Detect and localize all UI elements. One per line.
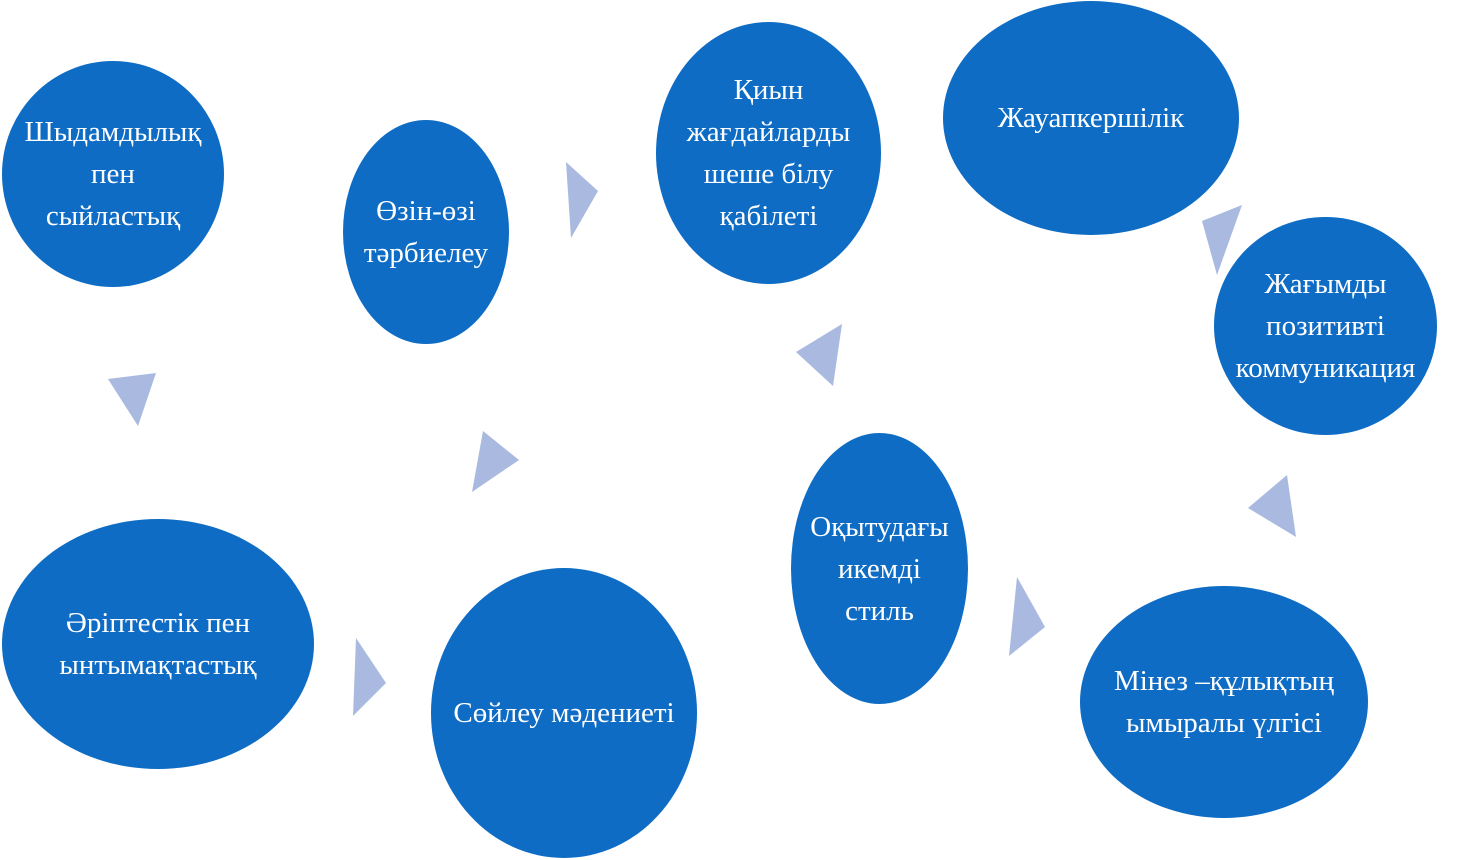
node-tolerance-respect: Шыдамдылық пен сыйластық: [2, 61, 224, 287]
node-speech-culture: Сөйлеу мәдениеті: [431, 568, 697, 858]
node-responsibility: Жауапкершілік: [943, 1, 1239, 235]
node-label: Әріптестік пен ынтымақтастық: [59, 607, 257, 681]
node-problem-solving: Қиын жағдайларды шеше білу қабілеті: [656, 22, 881, 284]
arrow-right-lower-right: [1009, 577, 1045, 656]
node-label: Жағымды позитивті коммуникация: [1235, 268, 1416, 384]
node-flexible-teaching-style: Оқытудағы икемді стиль: [791, 433, 968, 704]
arrow-up-left: [108, 373, 156, 426]
arrow-up-right-upper-right: [1202, 205, 1242, 275]
node-label: Оқытудағы икемді стиль: [810, 510, 949, 627]
node-behavior-model: Мінез –құлықтың ымыралы үлгісі: [1080, 586, 1368, 818]
node-label: Сөйлеу мәдениеті: [453, 697, 675, 729]
node-label: Қиын жағдайларды шеше білу қабілеті: [686, 74, 851, 232]
node-label: Өзін-өзі тәрбиелеу: [363, 195, 489, 269]
node-partnership-cooperation: Әріптестік пен ынтымақтастық: [2, 519, 314, 769]
node-self-education: Өзін-өзі тәрбиелеу: [343, 120, 509, 344]
arrow-right-upper: [566, 162, 598, 238]
arrow-right-middle: [472, 431, 519, 492]
arrow-up-left-center: [796, 324, 842, 386]
arrow-right-lower-left: [353, 638, 386, 716]
node-label: Мінез –құлықтың ымыралы үлгісі: [1113, 665, 1335, 739]
node-label: Жауапкершілік: [997, 102, 1185, 134]
node-label: Шыдамдылық пен сыйластық: [24, 116, 202, 232]
node-positive-communication: Жағымды позитивті коммуникация: [1214, 217, 1437, 435]
arrow-up-left-lower-right: [1248, 475, 1296, 537]
